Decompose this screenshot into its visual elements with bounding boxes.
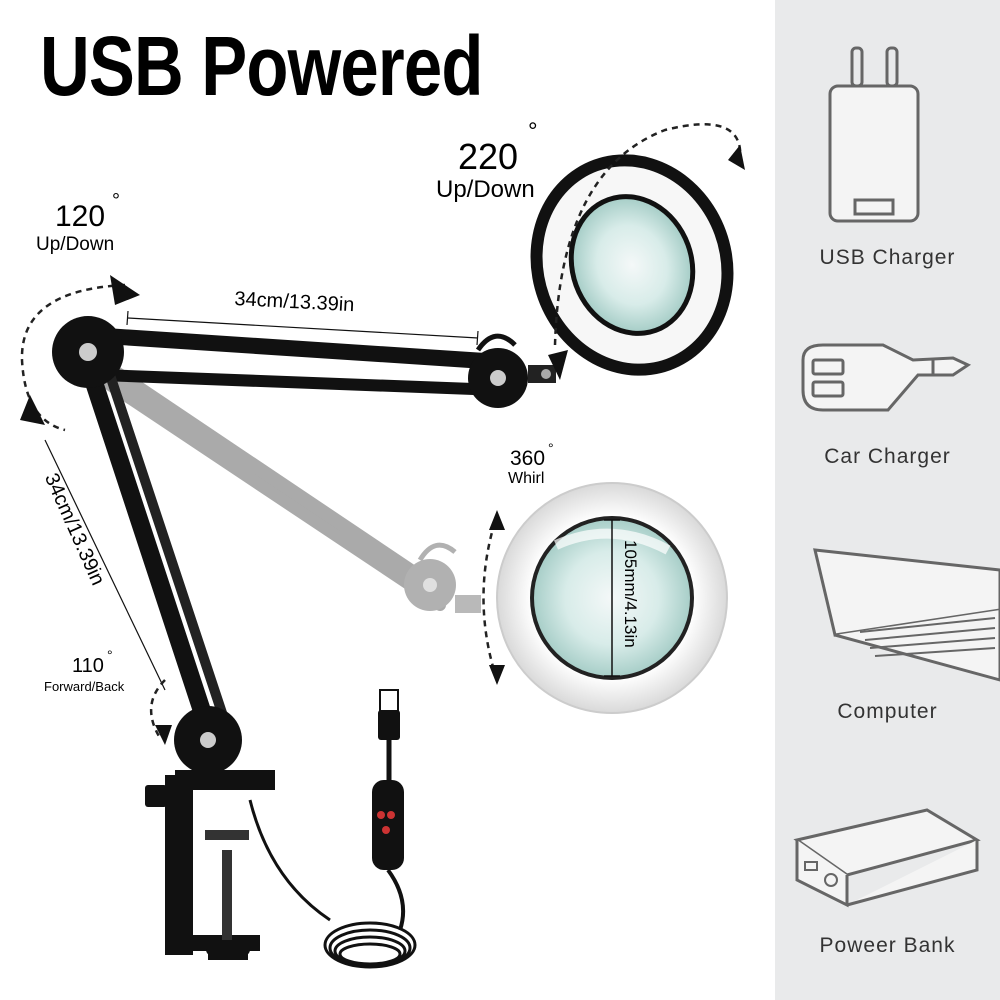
- angle-220-label: Up/Down: [436, 176, 535, 203]
- angle-220-degree: °: [528, 118, 538, 145]
- angle-110-degree: °: [107, 647, 113, 663]
- power-source-label: Poweer Bank: [819, 934, 956, 957]
- rotate-110-arrow: [149, 679, 172, 745]
- rotate-120-arrow: [20, 275, 140, 432]
- angle-110-label: Forward/Back: [44, 679, 125, 694]
- whirl-arrow: [482, 510, 505, 685]
- angle-360-number: 360: [510, 447, 546, 470]
- side-length-dimension: [44, 439, 166, 691]
- lens-dimension: [604, 519, 620, 677]
- top-length-dimension: [126, 310, 479, 346]
- angle-120-number: 120: [55, 200, 106, 233]
- page-title: USB Powered: [40, 19, 483, 113]
- power-source-label: Car Charger: [824, 445, 951, 468]
- usb-charger-icon: [828, 46, 920, 223]
- top-joint: [52, 316, 124, 388]
- laptop-icon: [813, 548, 1000, 682]
- angle-120-degree: °: [112, 190, 120, 212]
- power-sources-panel: USB Charger Car Charger Computer Poweer …: [775, 0, 1000, 1000]
- rotate-220-arrow: [548, 123, 745, 380]
- angle-360-label: Whirl: [508, 470, 545, 487]
- lens-diameter: 105mm/4.13in: [621, 540, 640, 648]
- lamp-illustration: [20, 123, 745, 969]
- power-source-label: USB Charger: [819, 246, 956, 269]
- power-bank-icon: [793, 808, 981, 908]
- angle-220-number: 220: [458, 136, 519, 177]
- angle-110-number: 110: [72, 655, 104, 677]
- ghost-arm: [87, 352, 481, 613]
- angle-360-degree: °: [548, 440, 554, 456]
- vertical-arm: [76, 346, 230, 729]
- car-charger-icon: [801, 343, 972, 412]
- ring-light: [530, 154, 734, 376]
- upper-arm: [82, 327, 556, 408]
- power-source-label: Computer: [837, 700, 938, 723]
- usb-cable: [248, 689, 417, 969]
- desk-clamp: [145, 706, 275, 960]
- angle-120-label: Up/Down: [36, 234, 115, 255]
